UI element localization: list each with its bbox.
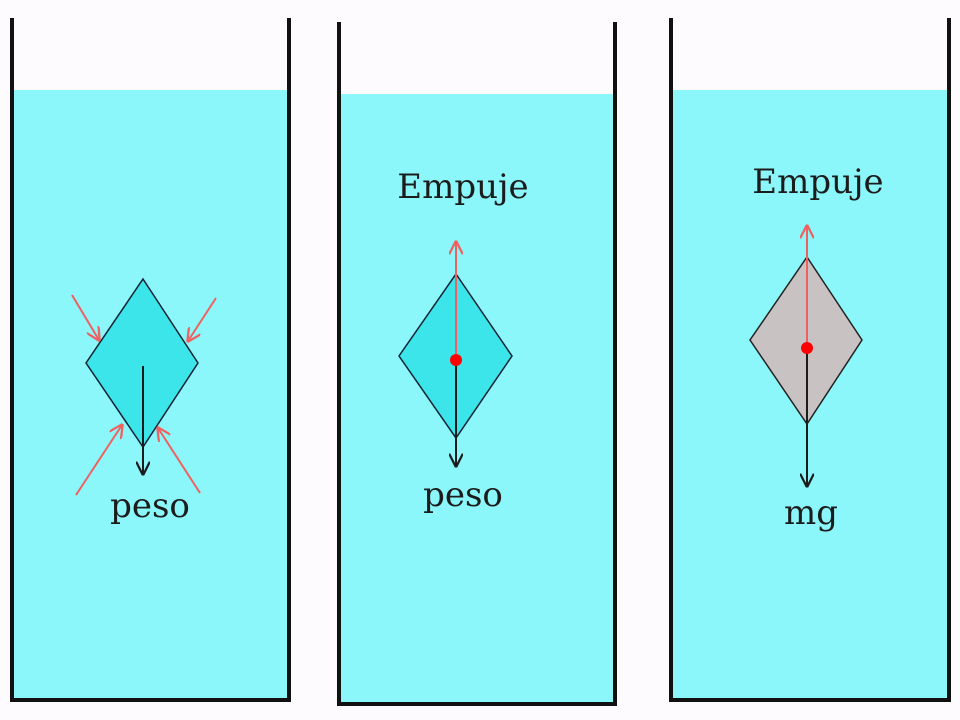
panel-fluid-body: Empuje peso <box>337 22 617 706</box>
pressure-arrow-lower-right <box>158 428 201 494</box>
weight-label: peso <box>110 486 190 526</box>
pressure-arrow-lower-left <box>75 425 122 496</box>
pressure-arrow-upper-left <box>71 294 99 340</box>
panel-solid-body: Empuje mg <box>669 18 951 702</box>
buoyancy-label: Empuje <box>397 167 528 207</box>
center-of-mass-dot <box>801 342 813 354</box>
container-walls <box>669 18 951 702</box>
center-of-mass-dot <box>450 354 462 366</box>
mg-label: mg <box>784 493 838 533</box>
panel-pressure-forces: peso <box>10 18 291 702</box>
buoyancy-label: Empuje <box>752 162 883 202</box>
container-walls <box>10 18 291 702</box>
weight-label: peso <box>423 475 503 515</box>
pressure-arrow-upper-right <box>188 297 217 341</box>
container-walls <box>337 22 617 706</box>
